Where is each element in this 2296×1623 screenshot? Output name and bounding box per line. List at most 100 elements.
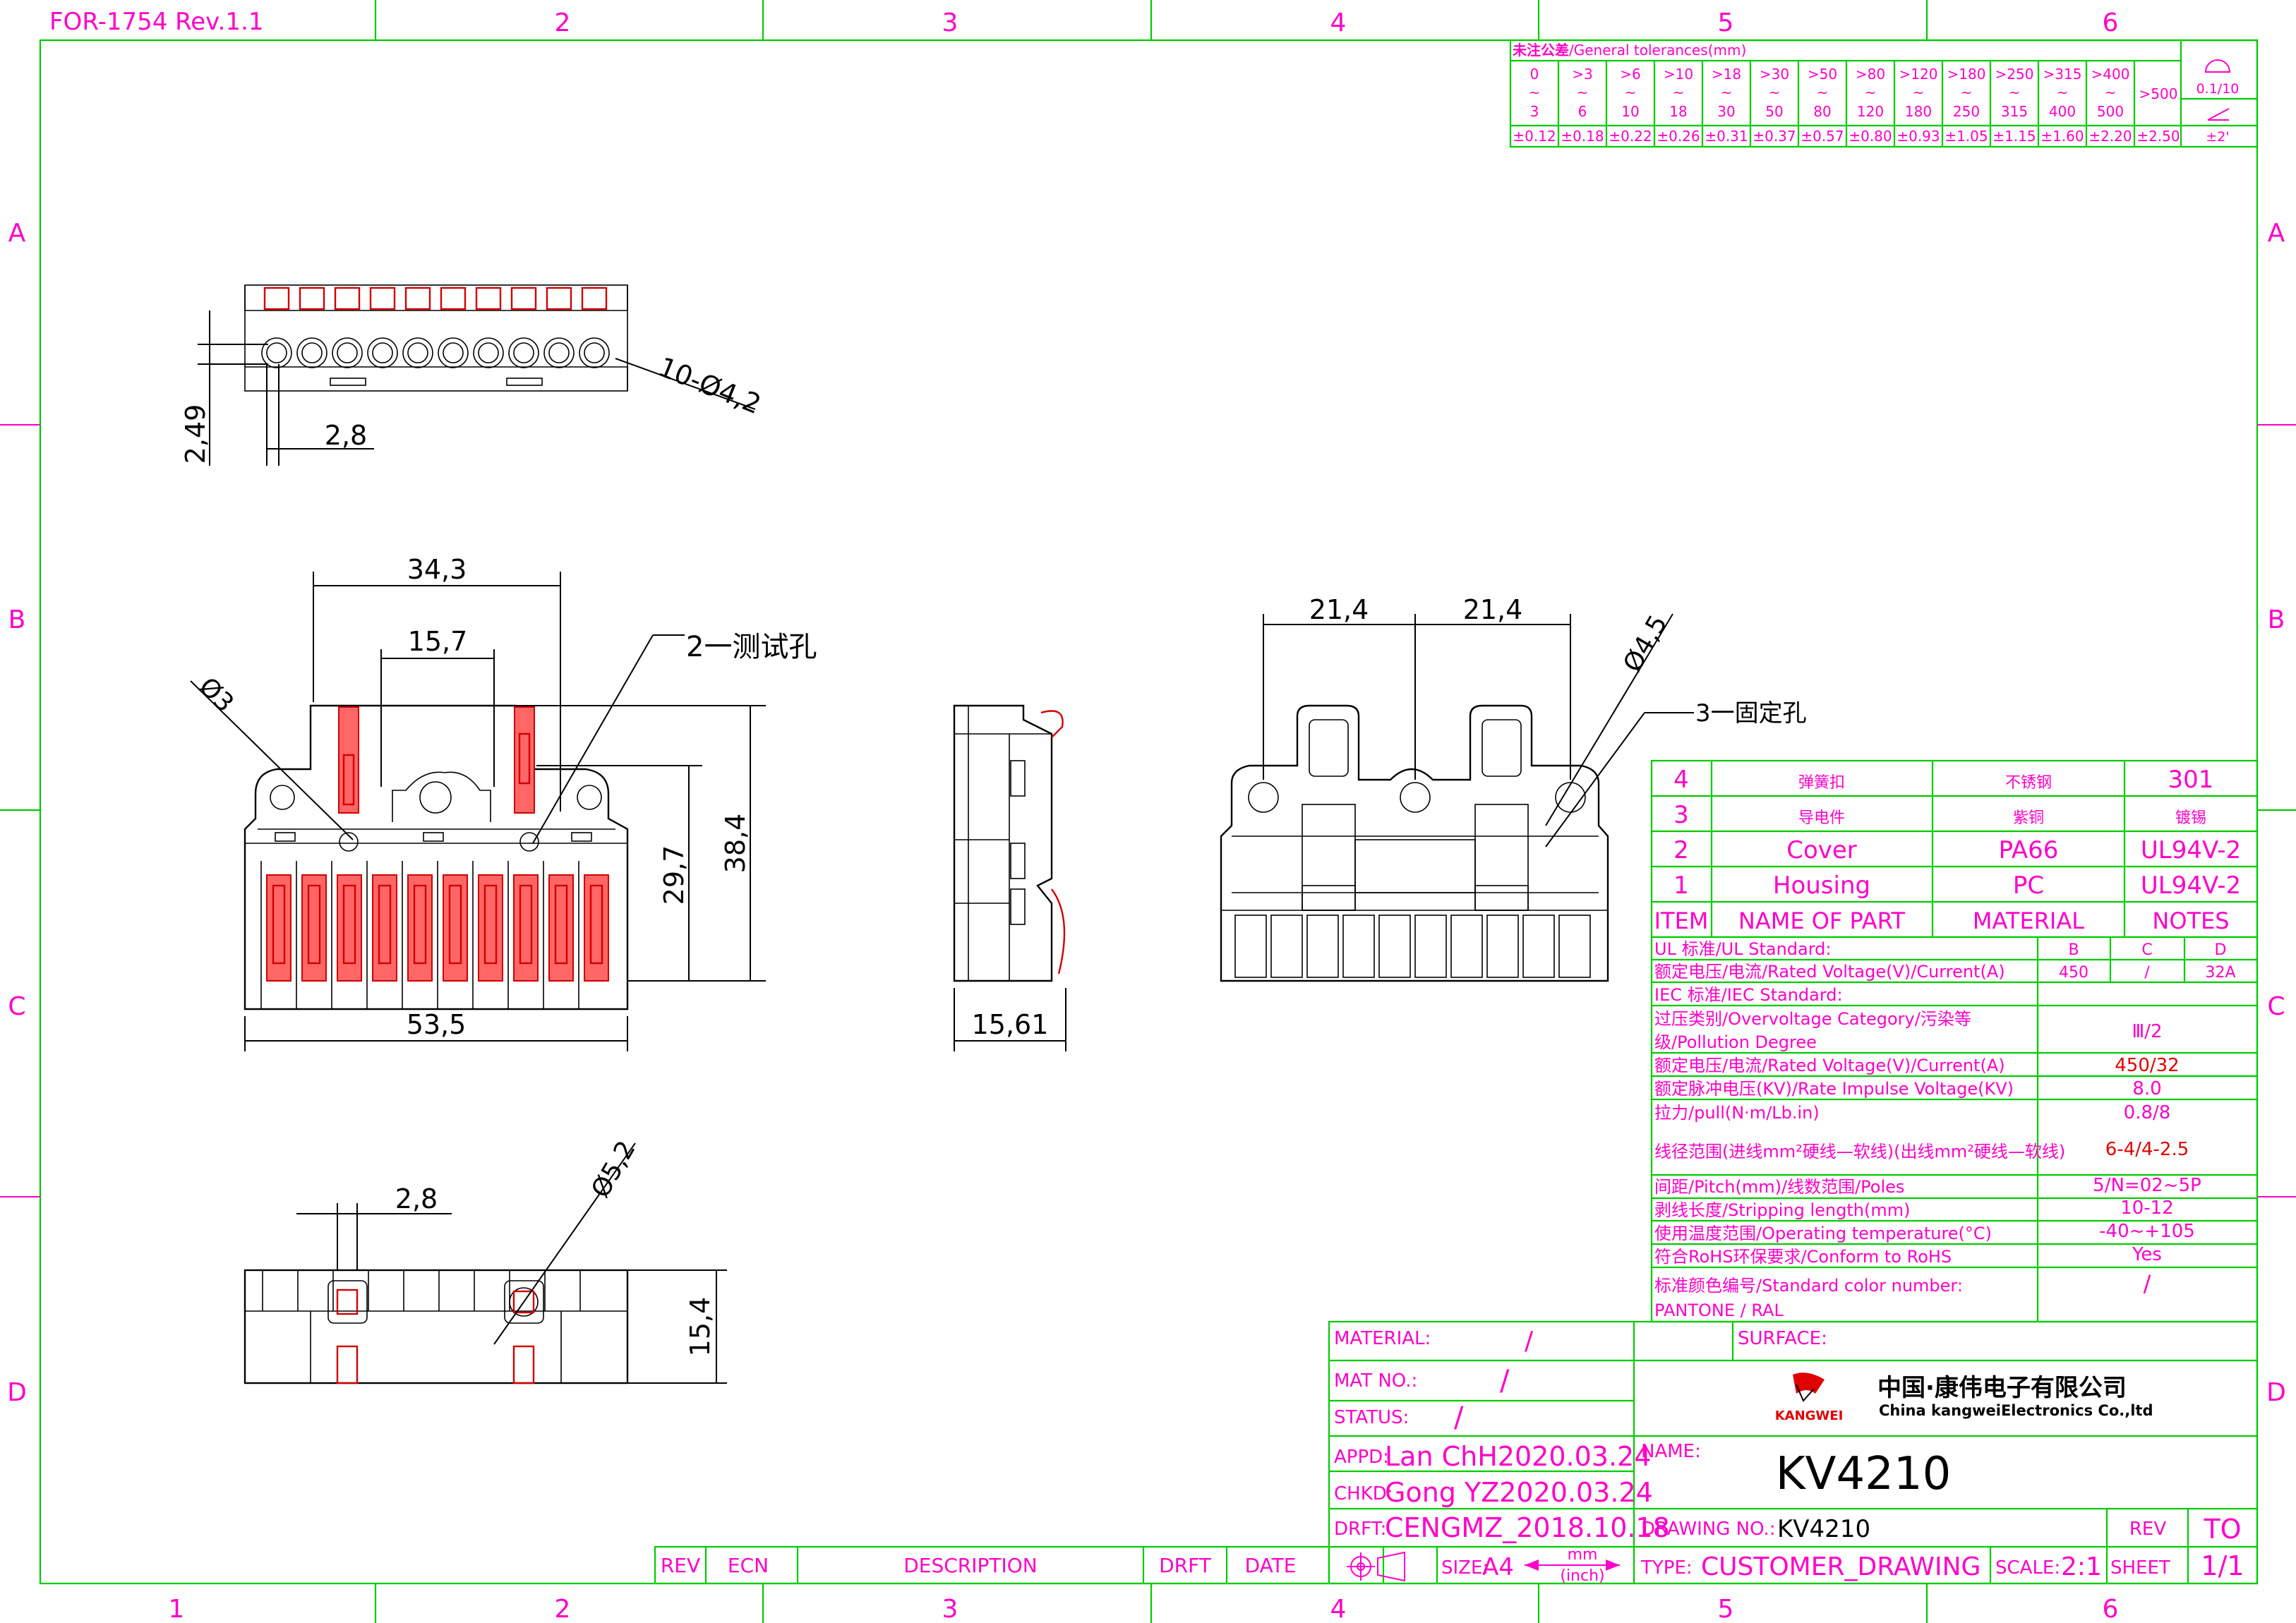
company-name-cn: 中国·康伟电子有限公司 xyxy=(1877,1374,2127,1402)
part-item: 1 xyxy=(1673,871,1689,900)
tol-range-to: 18 xyxy=(1669,103,1687,120)
dim-side-depth: 15,61 xyxy=(972,1009,1049,1040)
scale-value: 2:1 xyxy=(2061,1552,2102,1581)
tol-range-to: 50 xyxy=(1765,103,1783,120)
part-name: 弹簧扣 xyxy=(1798,774,1845,792)
chkd-value: Gong YZ2020.03.24 xyxy=(1385,1477,1653,1508)
tol-tilde: ~ xyxy=(1577,84,1589,101)
tol-range-from: >50 xyxy=(1808,66,1837,83)
tol-range-from: >10 xyxy=(1664,66,1693,83)
spec-impulse-value: 8.0 xyxy=(2132,1078,2161,1099)
part-material: 不锈钢 xyxy=(2005,774,2052,792)
specs-table xyxy=(1650,936,2259,1323)
parts-list xyxy=(1650,759,2259,939)
chkd-label: CHKD: xyxy=(1334,1483,1393,1504)
tol-range-to: 120 xyxy=(1857,103,1884,120)
top-wire-hole xyxy=(332,337,363,368)
tol-range-from: 0 xyxy=(1530,66,1539,83)
tol-range-from: >18 xyxy=(1712,66,1741,83)
top-wire-hole-inner xyxy=(548,342,570,363)
tol-value: ±1.15 xyxy=(1993,128,2036,145)
part-name-value: KV4210 xyxy=(1776,1448,1952,1500)
projection-icon xyxy=(1347,1551,1405,1582)
front-spring-inner xyxy=(519,884,533,965)
spec-overvolt-value: Ⅲ/2 xyxy=(2132,1021,2162,1042)
front-view: 34,3 15,7 2一测试孔 Ø3 29,7 38,4 53,5 xyxy=(190,554,817,1051)
spec-iec-rated-label: 额定电压/电流/Rated Voltage(V)/Current(A) xyxy=(1654,1056,2005,1075)
front-spring-inner xyxy=(378,884,392,965)
description-col-header: DESCRIPTION xyxy=(903,1554,1038,1577)
tol-range-to: 6 xyxy=(1578,103,1587,120)
zone-row-label: A xyxy=(8,219,26,248)
tol-value: ±0.22 xyxy=(1609,128,1652,145)
spec-strip-value: 10-12 xyxy=(2120,1197,2174,1219)
front-spring-slot xyxy=(407,874,433,982)
dim-front-width-top: 34,3 xyxy=(407,554,467,585)
top-wire-hole xyxy=(402,337,433,368)
bottom-view: 2,8 Ø5,2 15,4 xyxy=(244,1136,727,1384)
tol-range-from: >30 xyxy=(1760,66,1789,83)
tol-range-to: 10 xyxy=(1621,103,1639,120)
title-block-text: MATERIAL: / SURFACE: MAT NO.: / STATUS: … xyxy=(1334,1327,2244,1585)
type-value: CUSTOMER_DRAWING xyxy=(1701,1552,1981,1581)
front-spring-slot xyxy=(548,874,574,982)
top-slot xyxy=(581,286,608,310)
dim-rear-b: 21,4 xyxy=(1463,594,1523,625)
tol-value: ±0.18 xyxy=(1561,128,1604,145)
part-item: 4 xyxy=(1673,766,1689,794)
rear-view: 21,4 21,4 Ø4,5 3一固定孔 xyxy=(1220,594,1807,982)
top-slot xyxy=(299,286,325,310)
spec-ul-rated-label: 额定电压/电流/Rated Voltage(V)/Current(A) xyxy=(1654,962,2005,982)
tol-range-to: 30 xyxy=(1717,103,1735,120)
part-notes: 镀锡 xyxy=(2175,809,2206,827)
zone-row-label: D xyxy=(7,1378,27,1407)
top-wire-hole xyxy=(579,337,610,368)
top-wire-hole xyxy=(438,337,469,368)
top-slot xyxy=(440,286,467,310)
appd-label: APPD: xyxy=(1334,1447,1389,1468)
tol-value: ±0.37 xyxy=(1753,128,1796,145)
top-wire-hole-inner xyxy=(372,342,393,363)
parts-header-name: NAME OF PART xyxy=(1738,907,1906,934)
zone-labels: 2 3 4 5 6 1 2 3 4 5 6 A B C D A B C D xyxy=(7,8,2286,1623)
unit-mm: mm xyxy=(1568,1546,1598,1564)
top-wire-hole-inner xyxy=(337,342,358,363)
rear-slot xyxy=(1450,915,1483,978)
tol-value: ±1.05 xyxy=(1945,128,1988,145)
tol-range-to: 315 xyxy=(2001,103,2028,120)
front-spring-slot xyxy=(443,874,468,982)
rev-col-header: REV xyxy=(661,1554,700,1577)
dim-front-inner: 15,7 xyxy=(408,626,468,657)
zone-row-label: B xyxy=(2268,605,2285,634)
tol-tilde: ~ xyxy=(1673,84,1685,101)
top-wire-hole xyxy=(473,337,504,368)
rear-fix-hole-label: 3一固定孔 xyxy=(1695,699,1807,728)
tol-range-from: >3 xyxy=(1572,66,1592,83)
rev-label: REV xyxy=(2129,1519,2166,1540)
spec-pitch-label: 间距/Pitch(mm)/线数范围/Poles xyxy=(1654,1177,1904,1197)
rear-slot xyxy=(1306,915,1339,978)
spec-ul-rated-current: 32A xyxy=(2205,964,2235,982)
tol-tilde: ~ xyxy=(2009,84,2021,101)
tol-range-to: 400 xyxy=(2049,103,2076,120)
status-value: / xyxy=(1454,1401,1464,1434)
top-wire-hole-inner xyxy=(584,342,605,363)
name-label: NAME: xyxy=(1641,1441,1701,1462)
part-material: 紫铜 xyxy=(2013,809,2044,827)
zone-col-label: 3 xyxy=(942,8,958,37)
tol-tilde: ~ xyxy=(1529,84,1541,101)
angle-icon xyxy=(2204,59,2231,73)
top-wire-hole-inner xyxy=(301,342,323,363)
tol-value: ±2.50 xyxy=(2136,128,2180,145)
part-notes: UL94V-2 xyxy=(2141,836,2241,864)
tol-value: ±0.93 xyxy=(1897,128,1940,145)
tol-value: ±0.57 xyxy=(1801,128,1844,145)
type-label: TYPE: xyxy=(1640,1557,1693,1579)
spec-temp-value: -40~+105 xyxy=(2099,1221,2195,1242)
top-wire-hole xyxy=(543,337,575,368)
tol-tilde: ~ xyxy=(1721,84,1733,101)
spec-wire-range-value: 6-4/4-2.5 xyxy=(2105,1139,2189,1160)
top-wire-hole-inner xyxy=(266,342,287,363)
spec-wire-range-label: 线径范围(进线mm²硬线—软线)(出线mm²硬线—软线) xyxy=(1654,1142,2065,1162)
part-material: PC xyxy=(2013,871,2044,900)
